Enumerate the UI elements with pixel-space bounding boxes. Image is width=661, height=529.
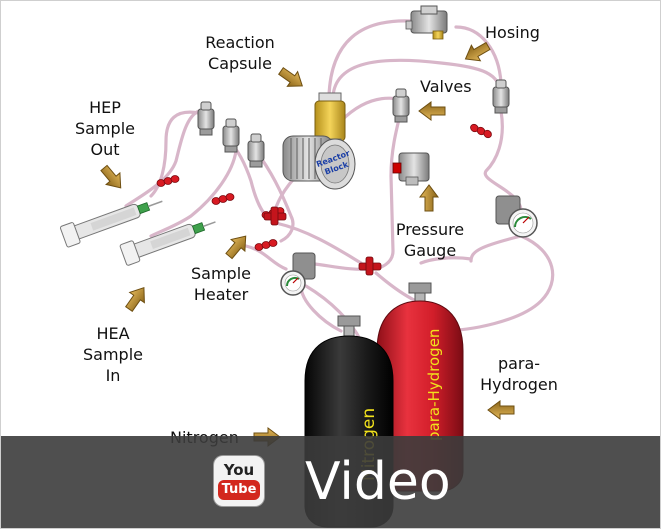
arrow-pressure-gauge <box>419 184 439 212</box>
pressure-gauge <box>392 152 430 186</box>
youtube-logo-tube: Tube <box>218 480 260 500</box>
video-overlay-bar[interactable] <box>1 436 660 528</box>
regulator-gauge-right <box>495 195 538 238</box>
video-label[interactable]: Video <box>305 452 451 512</box>
label-hep-sample-out: HEP Sample Out <box>71 97 139 160</box>
para-hydrogen-tank-text: para-Hydrogen <box>425 329 443 441</box>
arrow-hea-sample-in <box>121 282 152 315</box>
youtube-logo-you: You <box>223 461 255 479</box>
arrow-para-hydrogen <box>487 400 515 420</box>
label-reaction-capsule: Reaction Capsule <box>199 32 281 74</box>
youtube-icon[interactable]: You Tube <box>214 456 264 506</box>
label-para-hydrogen-line-2: Hydrogen <box>480 375 558 394</box>
regulator-gauge-left <box>280 252 316 296</box>
label-hosing: Hosing <box>485 23 540 42</box>
label-reaction-capsule-line-1: Reaction <box>205 33 275 52</box>
label-hep-line-3: Out <box>90 140 120 159</box>
syringe-in <box>119 221 216 266</box>
label-sample-heater: Sample Heater <box>185 263 257 305</box>
label-hea-line-1: HEA <box>96 324 130 343</box>
label-hep-line-2: Sample <box>75 119 135 138</box>
reactor-block: Reactor Block <box>282 135 356 190</box>
label-sample-heater-line-2: Heater <box>193 285 249 304</box>
syringe-out <box>59 200 163 248</box>
arrow-valves <box>418 101 446 121</box>
label-para-hydrogen-line-1: para- <box>497 354 541 373</box>
label-pressure-gauge: Pressure Gauge <box>390 219 470 261</box>
label-pressure-gauge-line-2: Gauge <box>403 241 457 260</box>
label-hea-line-3: In <box>105 366 121 385</box>
label-para-hydrogen: para- Hydrogen <box>479 353 559 395</box>
label-hep-line-1: HEP <box>89 98 121 117</box>
label-pressure-gauge-line-1: Pressure <box>395 220 465 239</box>
arrow-hep-sample-out <box>96 161 129 195</box>
label-hea-line-2: Sample <box>83 345 143 364</box>
label-valves: Valves <box>420 77 472 96</box>
label-reaction-capsule-line-2: Capsule <box>208 54 272 73</box>
label-hea-sample-in: HEA Sample In <box>77 323 149 386</box>
solenoid-valve <box>405 5 448 40</box>
label-sample-heater-line-1: Sample <box>191 264 251 283</box>
